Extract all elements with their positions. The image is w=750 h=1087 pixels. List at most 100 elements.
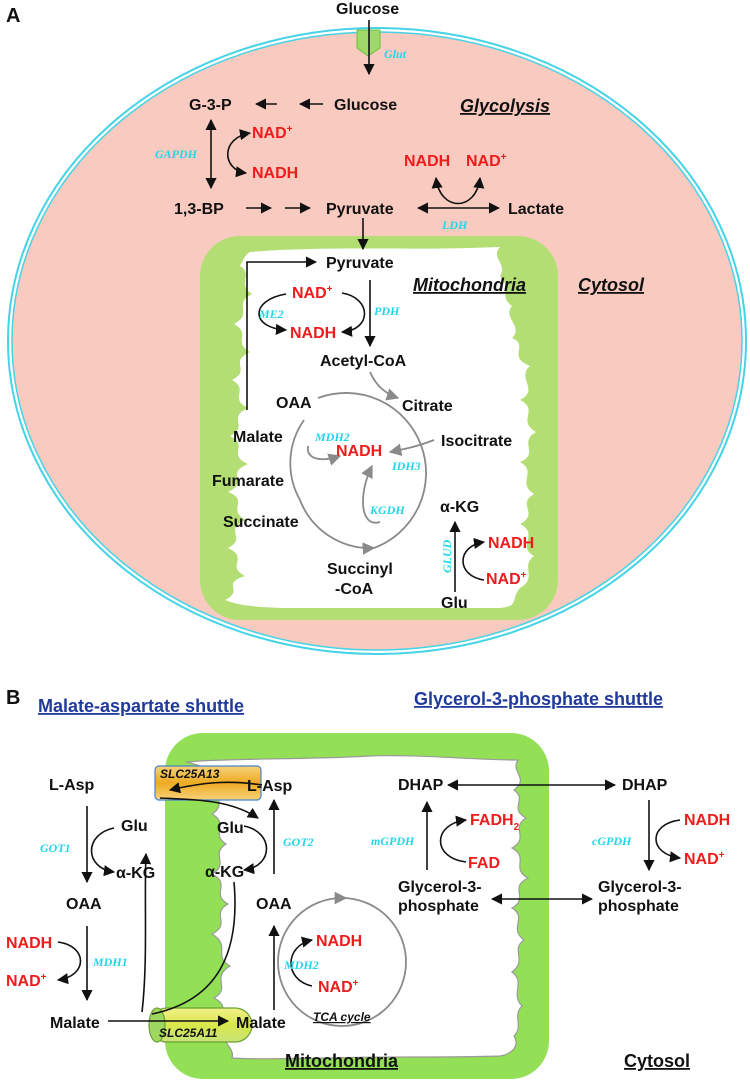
mdh2-b-cofactor-arc [290,936,314,987]
mgpdh-label: mGPDH [371,834,415,848]
mito-pyruvate-label: Pyruvate [326,255,394,272]
glut-label: Glut [384,47,407,61]
idh3-nadh-arrow [388,439,435,456]
mdh2-b-label: MDH2 [283,958,319,972]
got1-label: GOT1 [40,841,71,855]
tca-cycle-b-label: TCA cycle [313,1010,371,1024]
cgpdh-nad-label: NAD+ [684,850,725,868]
mdh2-b-nadh-label: NADH [316,933,362,950]
mdh1-cofactor-arc [56,941,82,985]
glu-mito-label: Glu [217,820,244,837]
glu-label: Glu [441,595,468,612]
g3p-label: G-3-P [189,97,232,114]
acetyl-coa-label: Acetyl-CoA [320,353,407,370]
coa-label: -CoA [335,581,374,598]
g3ps-title: Glycerol-3-phosphate shuttle [414,689,663,709]
oaa-label: OAA [276,395,312,412]
mitochondrial-matrix-b [185,754,530,1060]
kgdh-label: KGDH [369,503,405,517]
cell-outer-membrane [7,27,747,655]
g3p-mito-label-2: phosphate [398,898,479,915]
cgpdh-cofactor-arc [655,819,682,863]
idh3-label: IDH3 [391,459,421,473]
glud-cofactor-arc [462,537,486,581]
mitochondria-b-title: Mitochondria [285,1051,399,1071]
glud-nadh-label: NADH [488,535,534,552]
got1-cofactor-arc [90,827,116,877]
mdh1-nad-label: NAD+ [6,972,47,990]
fadh-label: FADH2 [470,812,520,833]
mdh2-label: MDH2 [314,430,350,444]
dhap-cyto-label: DHAP [622,777,668,794]
got2-cofactor-arc [242,825,268,875]
bp13-label: 1,3-BP [174,201,224,218]
oaa-mito-label: OAA [256,896,292,913]
gapdh-label: GAPDH [155,147,198,161]
malate-cyto-label: Malate [50,1015,100,1032]
ldh-label: LDH [441,218,468,232]
glycolysis-title: Glycolysis [460,96,550,116]
g3p-cyto-label-1: Glycerol-3- [598,879,682,896]
mitochondria-title: Mitochondria [413,275,526,295]
akg-mito-label: α-KG [205,864,244,881]
malate-label: Malate [233,429,283,446]
glucose-label: Glucose [334,97,397,114]
tca-nadh-label: NADH [336,443,382,460]
succinyl-label: Succinyl [327,561,393,578]
acetyl-citrate-arrow [369,371,400,401]
mdh2-nadh-arrow [307,445,342,466]
got2-label: GOT2 [283,835,314,849]
dhap-mito-label: DHAP [398,777,444,794]
cgpdh-label: cGPDH [592,834,632,848]
glu-cyto-label: Glu [121,818,148,835]
gapdh-nadh-label: NADH [252,165,298,182]
gapdh-nad-label: NAD+ [252,124,293,142]
isocitrate-label: Isocitrate [441,433,512,450]
citrate-label: Citrate [402,398,453,415]
akg-export-arrow-right [151,881,236,1015]
panel-b-label: B [6,687,20,709]
pdh-nadh-label: NADH [290,325,336,342]
oaa-cyto-label: OAA [66,896,102,913]
me2-malate-pyruvate-arrow [246,256,318,410]
mitochondrial-matrix [225,247,536,608]
cgpdh-nadh-label: NADH [684,812,730,829]
pyruvate-label: Pyruvate [326,201,394,218]
pdh-nad-label: NAD+ [292,284,333,302]
me2-label: ME2 [258,307,284,321]
mdh2-b-nad-label: NAD+ [318,978,359,996]
ldh-cofactor-arc [431,176,485,205]
panel-b: B Malate-aspartate shuttle Glycerol-3-ph… [6,687,730,1079]
tca-cycle-circle-left [289,419,376,555]
mdh1-nadh-label: NADH [6,935,52,952]
kgdh-nadh-arrow [361,464,381,524]
akg-label: α-KG [440,499,479,516]
mdh1-label: MDH1 [92,955,128,969]
pdh-label: PDH [374,304,400,318]
lasp-mito-label: L-Asp [247,778,293,795]
panel-a: A Glut Glucose Glucose G-3-P Glycolysis … [6,1,747,655]
mgpdh-cofactor-arc [439,815,468,863]
pdh-cofactor-arc [340,292,366,337]
akg-cyto-label: α-KG [116,865,155,882]
fumarate-label: Fumarate [212,473,284,490]
akg-export-arrow-left [139,852,152,1013]
glud-label: GLUD [440,539,454,573]
lactate-label: Lactate [508,201,564,218]
ldh-nadh-label: NADH [404,153,450,170]
asp-export-arrow [168,781,263,794]
g3p-cyto-label-2: phosphate [598,898,679,915]
ldh-nad-label: NAD+ [466,152,507,170]
slc25a13-label: SLC25A13 [160,767,220,781]
glu-import-arrow [159,797,259,819]
lasp-cyto-label: L-Asp [49,777,95,794]
glucose-outside-label: Glucose [336,1,399,18]
g3p-mito-label-1: Glycerol-3- [398,879,482,896]
cytosol-title: Cytosol [578,275,645,295]
succinate-label: Succinate [223,514,299,531]
cytosol-b-title: Cytosol [624,1051,690,1071]
malate-mito-label: Malate [236,1015,286,1032]
mas-title: Malate-aspartate shuttle [38,696,244,716]
slc25a11-label: SLC25A11 [159,1026,218,1040]
